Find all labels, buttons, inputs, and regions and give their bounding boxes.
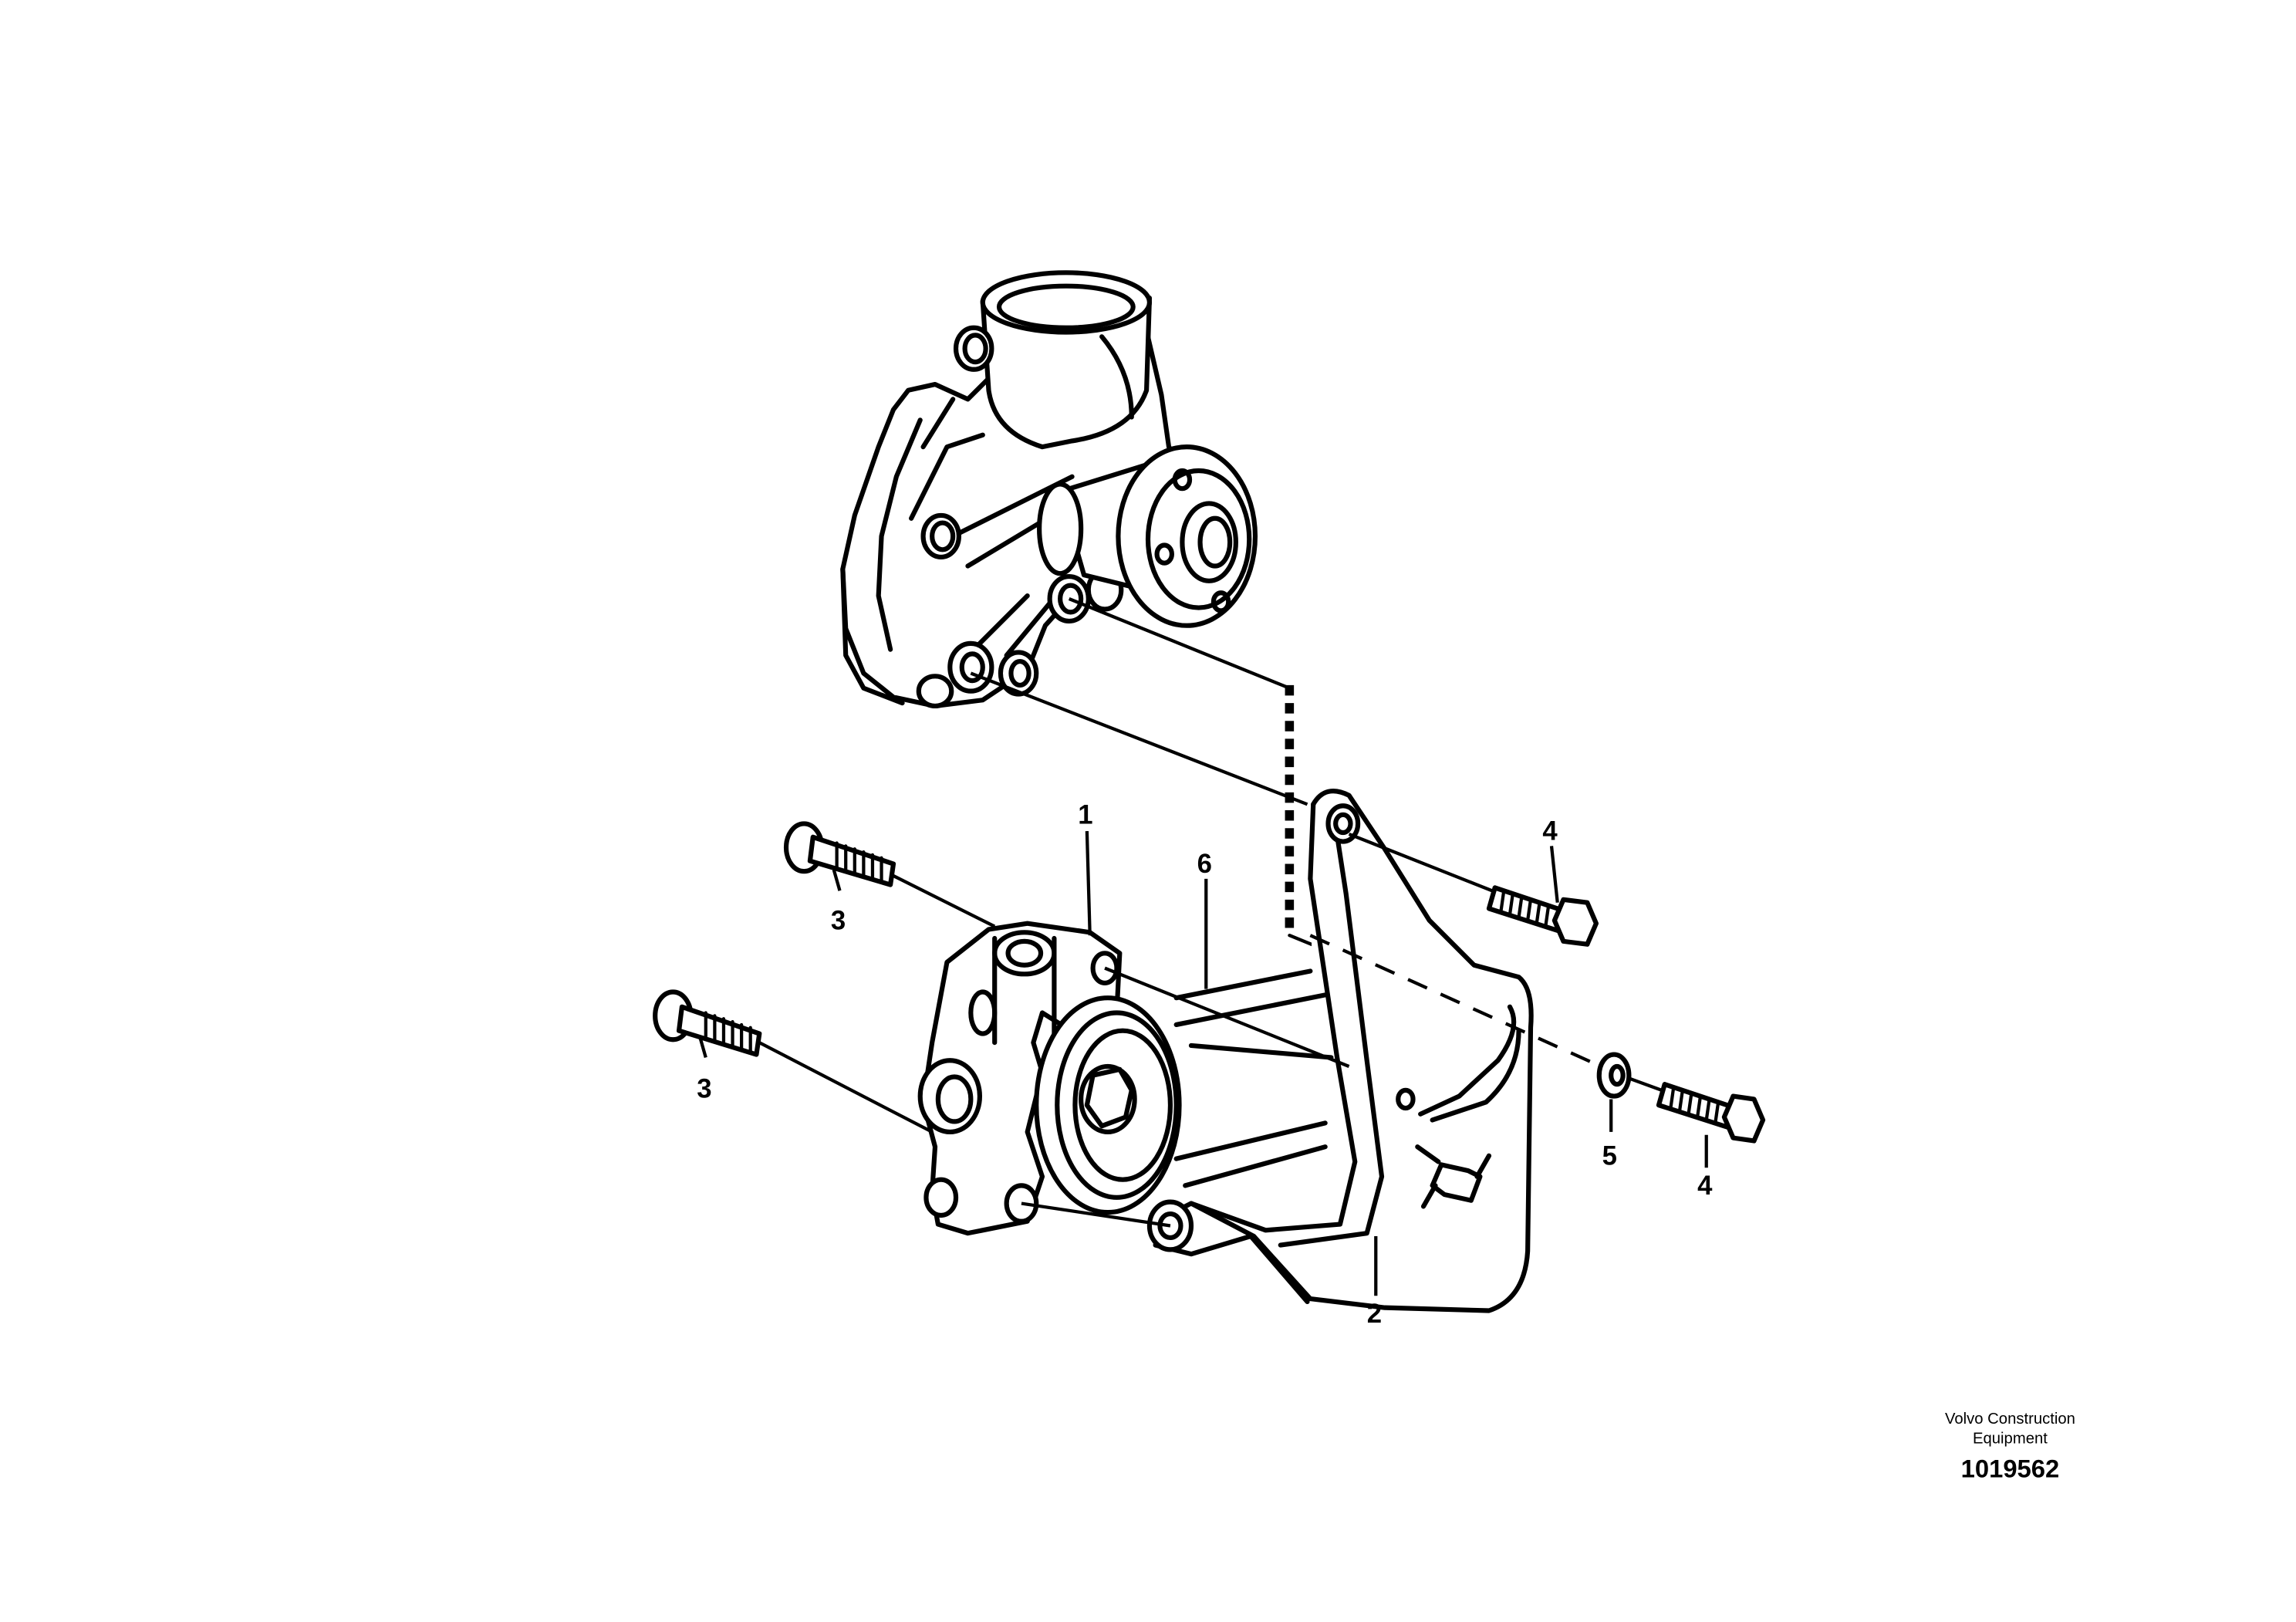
flange-bolt-upper bbox=[783, 821, 896, 887]
washer bbox=[1596, 1052, 1632, 1099]
part-label-3-upper: 3 bbox=[831, 906, 846, 935]
idler-pulley-unit bbox=[917, 921, 1334, 1236]
part-label-4-lower: 4 bbox=[1697, 1171, 1713, 1201]
part-label-5: 5 bbox=[1602, 1141, 1617, 1171]
company-name-line2: Equipment bbox=[1973, 1430, 2048, 1447]
part-label-4-upper: 4 bbox=[1542, 817, 1558, 846]
part-label-1: 1 bbox=[1078, 800, 1092, 830]
flange-bolt-lower bbox=[653, 989, 762, 1057]
water-pump-housing bbox=[840, 270, 1258, 709]
hex-bolt-upper bbox=[1486, 885, 1599, 947]
part-label-2: 2 bbox=[1367, 1299, 1382, 1329]
bracket bbox=[1146, 789, 1534, 1313]
part-label-3-lower: 3 bbox=[697, 1075, 711, 1104]
drawing-number: 1019562 bbox=[1961, 1455, 2060, 1483]
part-label-6: 6 bbox=[1197, 850, 1212, 879]
company-name-line1: Volvo Construction bbox=[1945, 1411, 2075, 1428]
hex-bolt-lower bbox=[1656, 1082, 1766, 1144]
drawing-footer: Volvo Construction Equipment 1019562 bbox=[1945, 1411, 2075, 1482]
